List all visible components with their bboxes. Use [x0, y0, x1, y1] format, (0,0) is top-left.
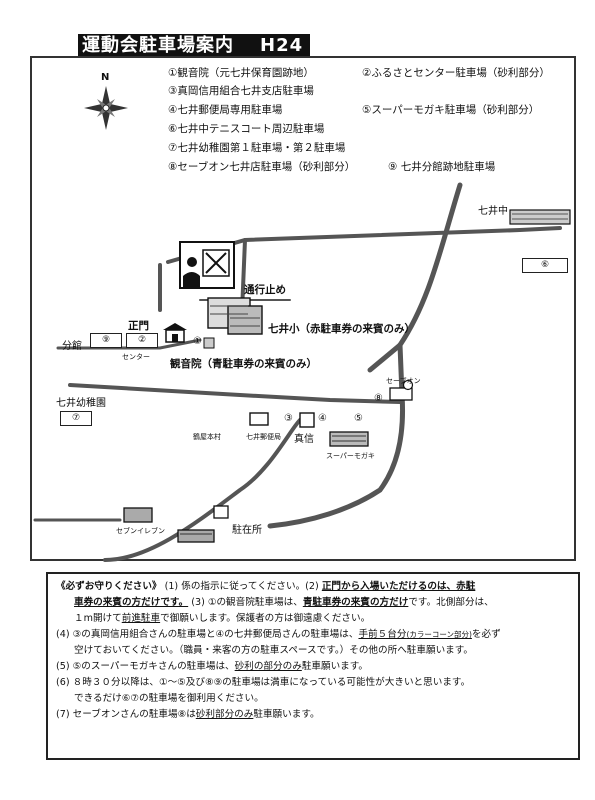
kindergarten-label: 七井幼稚園 — [56, 398, 106, 409]
compass-icon — [84, 86, 128, 130]
legend-item-1: ①観音院（元七井保育園跡地） — [168, 67, 314, 79]
marker-4: ④ — [318, 413, 327, 424]
police-box-label: 駐在所 — [232, 525, 262, 536]
marker-6-box: ⑥ — [522, 258, 568, 273]
jhs-label: 七井中 — [478, 206, 508, 217]
gate-icon — [163, 323, 187, 343]
legend-item-8: ⑧セーブオン七井店駐車場（砂利部分） — [168, 161, 356, 173]
notice-line-6: (5) ⑤のスーパーモガキさんの駐車場は、砂利の部分のみ駐車願います。 — [56, 661, 369, 672]
marker-2-box: ② — [126, 333, 158, 348]
road-closed-label: 通行止め — [244, 284, 286, 296]
branch-label: 分館 — [62, 341, 82, 352]
legend-item-3: ③真岡信用組合七井支店駐車場 — [168, 85, 314, 97]
marker-9-box: ⑨ — [90, 333, 122, 348]
marker-7-box: ⑦ — [60, 411, 92, 426]
bank-label: 真信 — [294, 434, 314, 445]
roads — [33, 182, 562, 562]
shop-icon — [177, 529, 215, 543]
saveon-label: セーブオン — [386, 377, 421, 385]
notice-line-9: (7) セーブオンさんの駐車場⑧は砂利部分のみ駐車願います。 — [56, 709, 320, 720]
legend-item-7: ⑦七井幼稚園第１駐車場・第２駐車場 — [168, 142, 346, 154]
road-bottom-curve — [103, 418, 302, 562]
school-label: 七井小（赤駐車券の来賓のみ） — [268, 323, 415, 335]
center-label: センター — [122, 353, 150, 361]
notice-box: 《必ずお守りください》 (1) 係の指示に従ってください。(2) 正門から入場い… — [46, 572, 580, 760]
main-gate-label: 正門 — [128, 320, 149, 332]
bank-icon — [299, 412, 315, 428]
post-office-icon — [249, 412, 269, 426]
notice-line-4: (4) ③の真岡信用組合さんの駐車場と④の七井郵便局さんの駐車場は、手前５台分(… — [56, 629, 501, 640]
supermarket-label: スーパーモガキ — [326, 452, 375, 460]
temple-label: 観音院（青駐車券の来賓のみ） — [170, 358, 317, 370]
police-box-icon — [213, 505, 229, 519]
temple-mark-icon — [203, 337, 215, 349]
legend-item-2: ②ふるさとセンター駐車場（砂利部分） — [362, 67, 550, 79]
compass-label: N — [101, 72, 110, 83]
legend-item-6: ⑥七井中テニスコート周辺駐車場 — [168, 123, 325, 135]
notice-line-2: 車券の来賓の方だけです。 (3) ①の観音院駐車場は、青駐車券の来賓の方だけです… — [74, 597, 494, 608]
seven-eleven-icon — [123, 507, 153, 523]
marker-5: ⑤ — [354, 413, 363, 424]
school-building-icon — [207, 297, 263, 335]
saveon-icon — [389, 379, 414, 401]
road-mid-vertical — [267, 342, 406, 529]
legend-item-4: ④七井郵便局専用駐車場 — [168, 104, 283, 116]
road-left-lower — [68, 383, 402, 404]
post-office-label: 七井郵便局 — [246, 433, 281, 441]
map-frame — [30, 56, 576, 561]
seven-eleven-label: セブンイレブン — [116, 527, 165, 535]
page-title: 運動会駐車場案内 H24 — [78, 34, 310, 58]
jhs-building-icon — [509, 209, 571, 225]
road-closed-sign-icon — [179, 241, 235, 289]
supermarket-icon — [329, 431, 369, 447]
notice-line-8: できるだけ⑥⑦の駐車場を御利用ください。 — [74, 693, 264, 704]
title-year: H24 — [260, 35, 304, 56]
title-text: 運動会駐車場案内 — [82, 35, 234, 56]
road-left-horizontal — [56, 338, 202, 350]
notice-line-3: １m開けて前進駐車で御願いします。保護者の方は御遠慮ください。 — [74, 613, 371, 624]
shop-label: 鶴屋本村 — [193, 433, 221, 441]
notice-line-5: 空けておいてください。（職員・来客の方の駐車スペースです。）その他の所へ駐車願い… — [74, 645, 473, 656]
legend-item-9: ⑨ 七井分館跡地駐車場 — [388, 161, 496, 173]
marker-8: ⑧ — [374, 393, 383, 404]
road-main-diagonal — [367, 182, 463, 373]
marker-1-gate: ① — [193, 336, 202, 347]
notice-line-1: 《必ずお守りください》 (1) 係の指示に従ってください。(2) 正門から入場い… — [56, 581, 476, 592]
legend-item-5: ⑤スーパーモガキ駐車場（砂利部分） — [362, 104, 540, 116]
notice-line-7: (6) ８時３０分以降は、①～⑤及び⑧⑨の駐車場は満車になっている可能性が大きい… — [56, 677, 471, 688]
marker-3: ③ — [284, 413, 293, 424]
